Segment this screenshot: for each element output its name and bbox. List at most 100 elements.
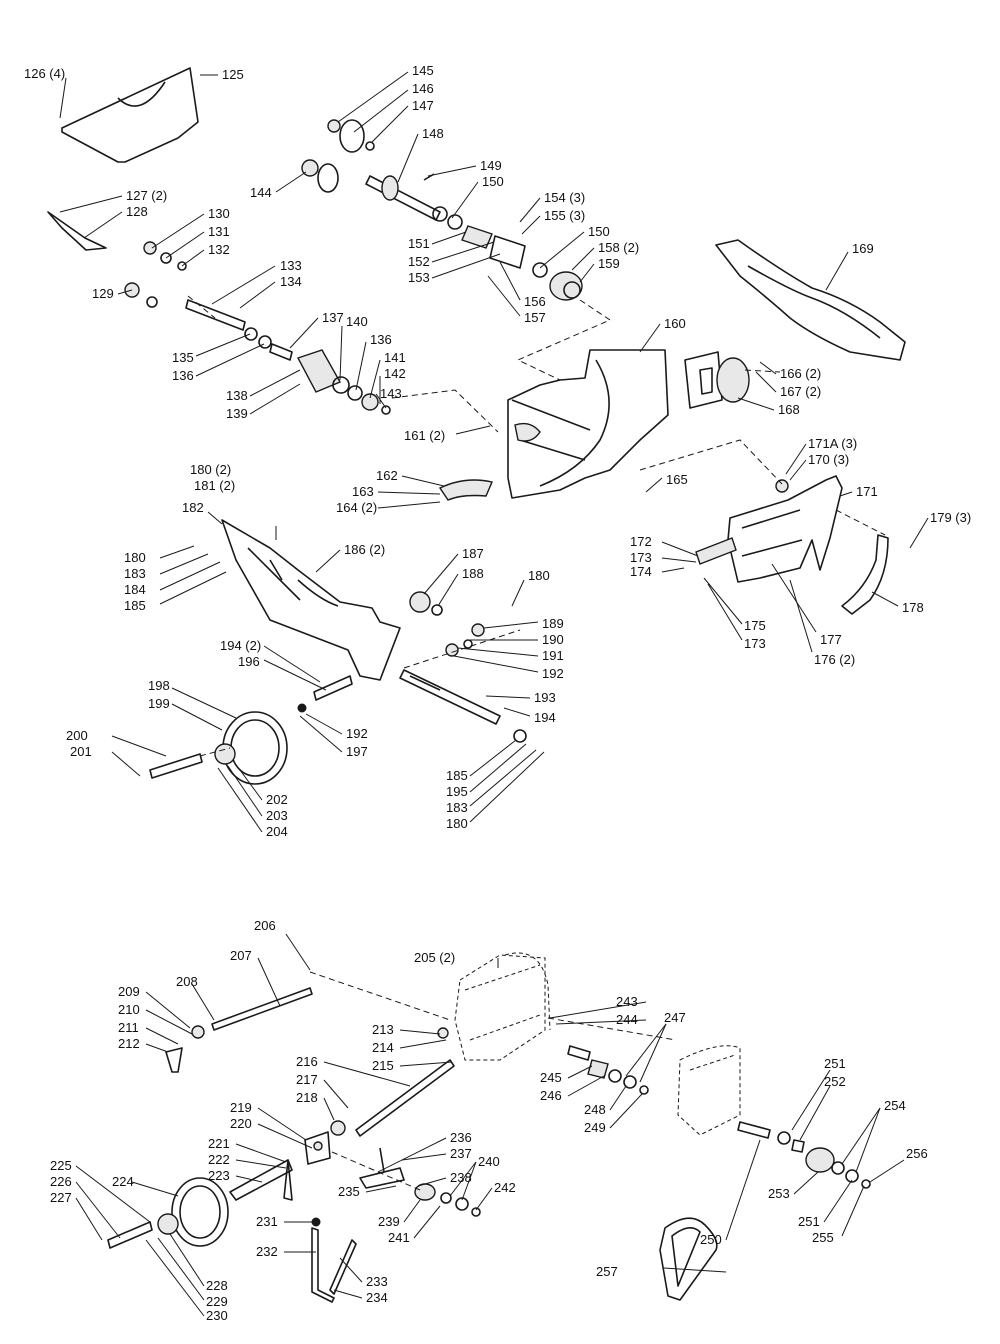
- label-168: 168: [778, 402, 800, 417]
- label-200: 200: [66, 728, 88, 743]
- label-256: 256: [906, 1146, 928, 1161]
- label-149: 149: [480, 158, 502, 173]
- label-254: 254: [884, 1098, 906, 1113]
- label-208: 208: [176, 974, 198, 989]
- label-162: 162: [376, 468, 398, 483]
- label-248: 248: [584, 1102, 606, 1117]
- label-216: 216: [296, 1054, 318, 1069]
- part-207-208-shaft: [165, 987, 313, 1073]
- phantom-frame-lower: [454, 952, 741, 1136]
- part-257-belt: [659, 1217, 718, 1301]
- label-240: 240: [478, 1154, 500, 1169]
- construction-lines-upper: [187, 295, 886, 757]
- part-245-249-bearing: [567, 1045, 649, 1095]
- label-172: 172: [630, 534, 652, 549]
- label-192a: 192: [542, 666, 564, 681]
- label-130: 130: [208, 206, 230, 221]
- label-163: 163: [352, 484, 374, 499]
- label-180d: 180: [446, 816, 468, 831]
- label-169: 169: [852, 241, 874, 256]
- part-168-bracket: [684, 351, 750, 409]
- part-125-guard-plate: [61, 67, 199, 163]
- label-181: 181 (2): [194, 478, 235, 493]
- label-231: 231: [256, 1214, 278, 1229]
- label-143: 143: [380, 386, 402, 401]
- part-171-trunnion: [727, 475, 843, 583]
- label-182: 182: [182, 500, 204, 515]
- label-160: 160: [664, 316, 686, 331]
- part-169-arc: [715, 239, 906, 361]
- label-136b: 136: [370, 332, 392, 347]
- label-186: 186 (2): [344, 542, 385, 557]
- label-126: 126 (4): [24, 66, 65, 81]
- label-206: 206: [254, 918, 276, 933]
- label-251a: 251: [824, 1056, 846, 1071]
- part-231-234-rod: [311, 1217, 357, 1303]
- label-173a: 173: [630, 550, 652, 565]
- label-171a: 171A (3): [808, 436, 857, 451]
- label-180a: 180 (2): [190, 462, 231, 477]
- label-133: 133: [280, 258, 302, 273]
- label-176: 176 (2): [814, 652, 855, 667]
- label-232: 232: [256, 1244, 278, 1259]
- label-235: 235: [338, 1184, 360, 1199]
- label-185b: 185: [446, 768, 468, 783]
- leader-lines: [59, 71, 929, 1317]
- label-239: 239: [378, 1214, 400, 1229]
- label-234: 234: [366, 1290, 388, 1305]
- label-245: 245: [540, 1070, 562, 1085]
- part-215-216-shaft: [330, 1027, 455, 1137]
- part-178-arc: [841, 534, 889, 615]
- label-146: 146: [412, 81, 434, 96]
- label-156: 156: [524, 294, 546, 309]
- label-125: 125: [222, 67, 244, 82]
- label-178: 178: [902, 600, 924, 615]
- label-203: 203: [266, 808, 288, 823]
- label-257: 257: [596, 1264, 618, 1279]
- label-212: 212: [118, 1036, 140, 1051]
- label-185a: 185: [124, 598, 146, 613]
- label-211: 211: [118, 1020, 139, 1035]
- label-140: 140: [346, 314, 368, 329]
- label-251b: 251: [798, 1214, 820, 1229]
- part-128-pointer: [47, 211, 107, 251]
- part-150-159-pulley: [447, 214, 583, 301]
- label-159: 159: [598, 256, 620, 271]
- label-131: 131: [208, 224, 230, 239]
- part-198-handwheel: [149, 711, 288, 785]
- part-160-frame: [507, 349, 669, 499]
- label-137: 137: [322, 310, 344, 325]
- label-170: 170 (3): [808, 452, 849, 467]
- label-226: 226: [50, 1174, 72, 1189]
- part-129-132-nuts: [124, 241, 187, 308]
- label-128: 128: [126, 204, 148, 219]
- label-202: 202: [266, 792, 288, 807]
- label-187: 187: [462, 546, 484, 561]
- label-158: 158 (2): [598, 240, 639, 255]
- label-180b: 180: [124, 550, 146, 565]
- label-230: 230: [206, 1308, 228, 1323]
- label-229: 229: [206, 1294, 228, 1309]
- label-190: 190: [542, 632, 564, 647]
- label-196: 196: [238, 654, 260, 669]
- part-133-arbor: [185, 299, 293, 361]
- label-224: 224: [112, 1174, 134, 1189]
- part-182-trunnion: [221, 519, 401, 681]
- label-219: 219: [230, 1100, 252, 1115]
- label-167: 167 (2): [780, 384, 821, 399]
- label-161: 161 (2): [404, 428, 445, 443]
- label-157: 157: [524, 310, 546, 325]
- label-204: 204: [266, 824, 288, 839]
- label-166: 166 (2): [780, 366, 821, 381]
- label-191: 191: [542, 648, 564, 663]
- part-162-bracket: [438, 479, 493, 501]
- label-249: 249: [584, 1120, 606, 1135]
- label-144: 144: [250, 185, 272, 200]
- label-197: 197: [346, 744, 368, 759]
- label-214: 214: [372, 1040, 394, 1055]
- label-199: 199: [148, 696, 170, 711]
- label-180c: 180: [528, 568, 550, 583]
- label-238: 238: [450, 1170, 472, 1185]
- label-152: 152: [408, 254, 430, 269]
